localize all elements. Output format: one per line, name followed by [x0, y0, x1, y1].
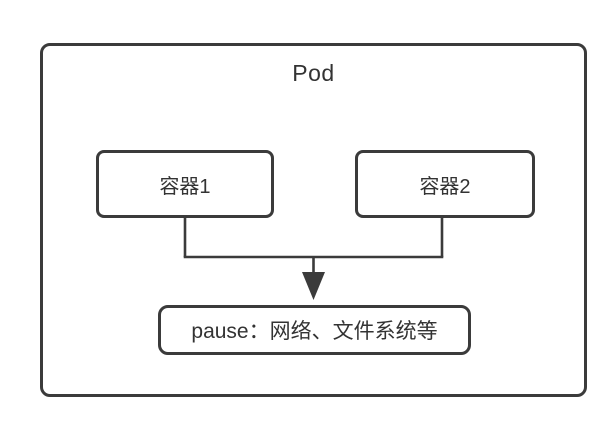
pod-boundary-box: Pod 容器1 容器2 pause：网络、文件系统等: [40, 43, 587, 397]
container1-node: 容器1: [96, 150, 274, 218]
pause-node: pause：网络、文件系统等: [158, 305, 471, 355]
container1-label: 容器1: [159, 175, 211, 198]
container2-label: 容器2: [419, 175, 471, 198]
container2-node: 容器2: [355, 150, 535, 218]
pod-title: Pod: [292, 60, 335, 86]
pause-label: pause：网络、文件系统等: [191, 320, 438, 343]
